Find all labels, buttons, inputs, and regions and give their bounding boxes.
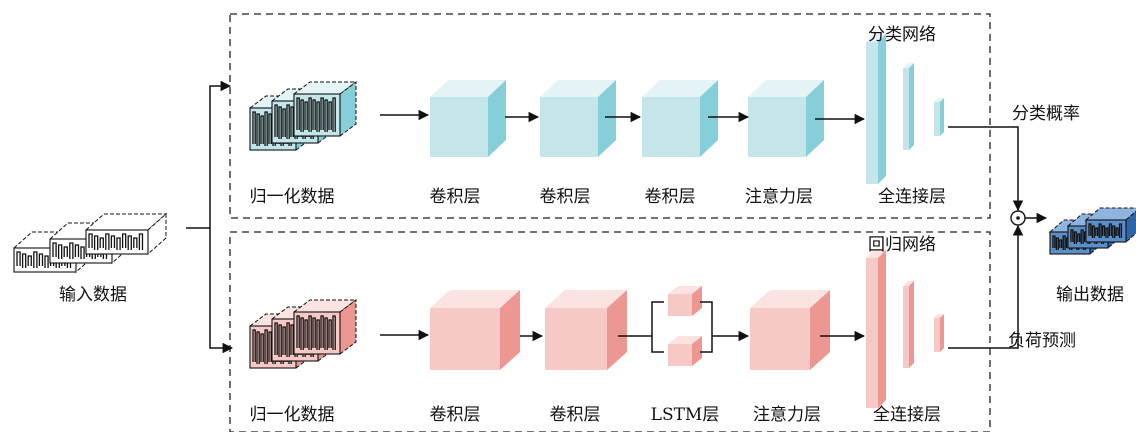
classification-normalized-sheet-3-waveform: [296, 97, 336, 132]
regression-stage-label-attention: 注意力层: [753, 405, 821, 425]
classification-stage-label-fc: 全连接层: [878, 187, 946, 207]
regression-fc-2-side-face: [909, 281, 914, 368]
regression-fc-2-front-face: [903, 286, 909, 368]
regression-fc-layer-2: [903, 281, 914, 368]
input-sheet-3-waveform: [88, 233, 144, 250]
regression-fc-3-front-face: [934, 318, 940, 352]
load-forecast-connector: [948, 224, 1024, 349]
regression-fc-3-side-face: [940, 314, 944, 352]
classification-fc-2-front-face: [903, 68, 909, 150]
regression-stage-label-conv-1: 卷积层: [430, 405, 481, 425]
fusion-operator-dot: [1016, 216, 1020, 220]
classification-normalized-data-stack: [248, 81, 358, 151]
classification-fc-2-top-face: [903, 63, 914, 68]
regression-stage-label-normalized: 归一化数据: [250, 405, 335, 425]
regression-stage-label-conv-2: 卷积层: [550, 405, 601, 425]
classification-probability-label: 分类概率: [1012, 104, 1080, 124]
regression-attention-front-face: [750, 308, 810, 370]
classification-attention-front-face: [748, 97, 806, 157]
classification-conv-2-front-face: [540, 97, 598, 157]
regression-lstm-upper-side-face: [692, 286, 702, 316]
load-forecast-label: 负荷预测: [1008, 331, 1076, 351]
regression-attention-top-face: [750, 290, 830, 308]
regression-fc-2-top-face: [903, 281, 914, 286]
regression-fc-layer-1: [866, 250, 886, 408]
regression-fc-1-top-face: [866, 250, 886, 258]
regression-network-title: 回归网络: [868, 235, 936, 255]
input-data-label: 输入数据: [59, 285, 127, 305]
classification-network-title: 分类网络: [868, 25, 936, 45]
regression-conv-1-side-face: [500, 290, 520, 370]
classification-conv-2-side-face: [598, 80, 616, 157]
classification-stage-label-conv-1: 卷积层: [430, 187, 481, 207]
classification-fc-1-top-face: [866, 34, 886, 42]
regression-lstm-lower-side-face: [692, 336, 702, 366]
regression-stage-label-fc: 全连接层: [873, 405, 941, 425]
classification-fc-1-side-face: [878, 34, 886, 184]
classification-stage-label-conv-3: 卷积层: [645, 187, 696, 207]
classification-conv-3-top-face: [642, 80, 718, 97]
classification-network-box: [229, 13, 991, 219]
classification-fc-layer-1: [866, 34, 886, 184]
input-to-regression-connector: [209, 228, 234, 354]
classification-conv-2-top-face: [540, 80, 616, 97]
regression-lstm-upper-top-face: [668, 286, 702, 294]
classification-fc-3-top-face: [934, 98, 944, 102]
classification-attention-top-face: [748, 80, 824, 97]
regression-lstm-lower-top-face: [668, 336, 702, 344]
classification-conv-layer-2: [540, 80, 616, 157]
regression-conv-layer-2: [545, 290, 627, 370]
input-data-stack: [12, 212, 168, 274]
regression-normalized-data-stack: [248, 299, 358, 369]
regression-stage-label-lstm: LSTM层: [651, 405, 720, 425]
output-data-label: 输出数据: [1056, 285, 1124, 305]
classification-conv-3-front-face: [642, 97, 700, 157]
regression-conv-1-front-face: [430, 308, 500, 370]
regression-fc-1-front-face: [866, 258, 878, 408]
classification-stage-label-conv-2: 卷积层: [540, 187, 591, 207]
classification-conv-3-side-face: [700, 80, 718, 157]
classification-conv-1-top-face: [430, 80, 506, 97]
regression-attention-layer: [750, 290, 830, 370]
classification-probability-connector: [948, 126, 1024, 212]
lstm-split-connector: [618, 301, 664, 353]
regression-fc-3-top-face: [934, 314, 944, 318]
classification-fc-1-front-face: [866, 42, 878, 184]
classification-stage-label-normalized: 归一化数据: [250, 187, 335, 207]
classification-conv-layer-3: [642, 80, 718, 157]
regression-conv-1-top-face: [430, 290, 520, 308]
regression-lstm-lower-front-face: [668, 344, 692, 366]
regression-normalized-sheet-3-waveform: [296, 315, 336, 350]
regression-lstm-upper-front-face: [668, 294, 692, 316]
input-to-classification-connector: [186, 80, 232, 229]
classification-stage-label-attention: 注意力层: [745, 187, 813, 207]
regression-conv-2-top-face: [545, 290, 627, 308]
regression-conv-2-front-face: [545, 308, 607, 370]
classification-conv-layer-1: [430, 80, 506, 157]
lstm-merge-connector: [700, 301, 748, 353]
output-sheet-3-waveform: [1088, 223, 1123, 238]
regression-conv-2-side-face: [607, 290, 627, 370]
classification-fc-2-side-face: [909, 63, 914, 150]
regression-conv-layer-1: [430, 290, 520, 370]
classification-fc-layer-3: [934, 98, 944, 136]
classification-conv-1-side-face: [488, 80, 506, 157]
regression-fc-layer-3: [934, 314, 944, 352]
regression-lstm-cell-upper: [668, 286, 702, 316]
classification-fc-layer-2: [903, 63, 914, 150]
classification-attention-layer: [748, 80, 824, 157]
classification-fc-3-front-face: [934, 102, 940, 136]
classification-fc-3-side-face: [940, 98, 944, 136]
classification-conv-1-front-face: [430, 97, 488, 157]
regression-fc-1-side-face: [878, 250, 886, 408]
regression-attention-side-face: [810, 290, 830, 370]
regression-lstm-cell-lower: [668, 336, 702, 366]
output-data-stack: [1048, 207, 1136, 256]
